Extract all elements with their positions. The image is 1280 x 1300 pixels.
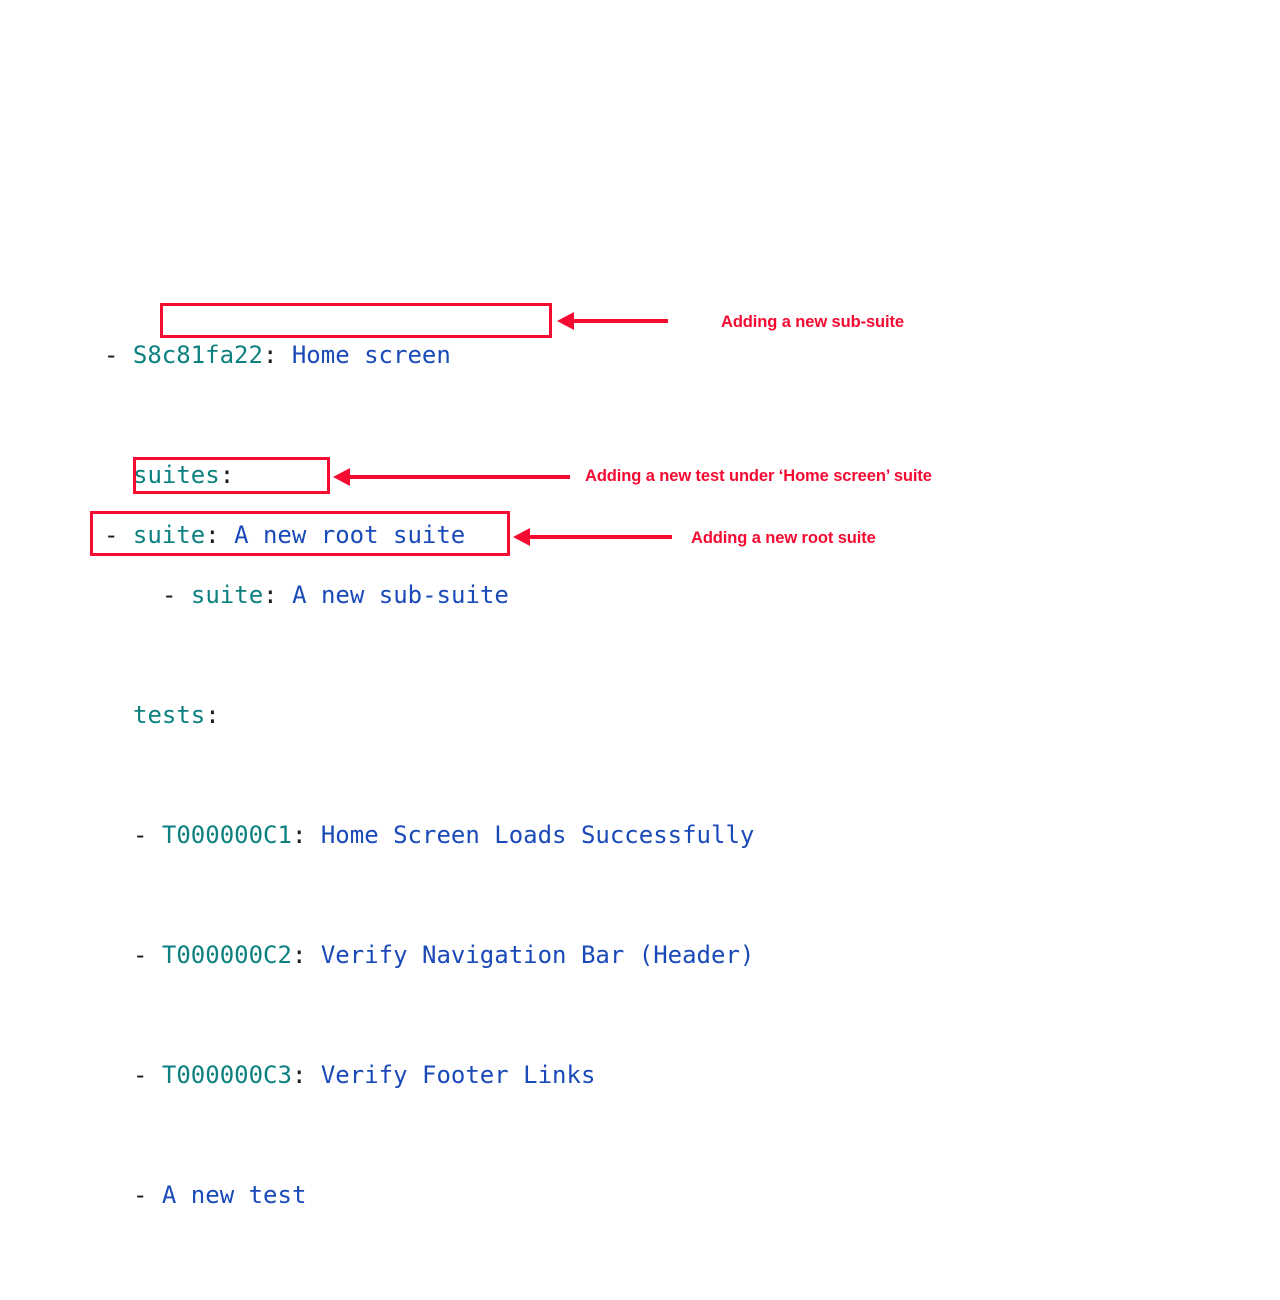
- tree-line-new-test[interactable]: - A new test: [104, 1180, 754, 1210]
- test-title: Home Screen Loads Successfully: [320, 821, 755, 849]
- suite-title: Home screen: [291, 341, 451, 369]
- annotation-label-sub-suite: Adding a new sub-suite: [721, 313, 904, 331]
- bullet-dash: -: [162, 581, 177, 609]
- bullet-dash: -: [133, 821, 148, 849]
- annotation-label-new-test: Adding a new test under ‘Home screen’ su…: [585, 467, 932, 485]
- suite-keyword: suite: [132, 521, 206, 549]
- colon: :: [291, 821, 307, 849]
- new-root-suite-title: A new root suite: [234, 521, 466, 549]
- colon: :: [219, 461, 235, 489]
- suite-id: S8c81fa22: [132, 341, 263, 369]
- annotation-label-root-suite: Adding a new root suite: [691, 529, 876, 547]
- colon: :: [291, 941, 307, 969]
- test-title: Verify Navigation Bar (Header): [320, 941, 755, 969]
- test-title: Verify Footer Links: [320, 1061, 596, 1089]
- annotated-tree-canvas: - S8c81fa22: Home screen suites: - suite…: [0, 0, 1280, 720]
- colon: :: [205, 701, 220, 729]
- new-test-title: A new test: [161, 1181, 307, 1209]
- tree-line-test[interactable]: - T000000C2: Verify Navigation Bar (Head…: [104, 940, 754, 970]
- bullet-dash: -: [104, 341, 119, 369]
- sub-suite-title: A new sub-suite: [292, 581, 509, 609]
- tree-line-sub-suite[interactable]: - suite: A new sub-suite: [104, 580, 754, 610]
- tree-line-new-root-suite[interactable]: - suite: A new root suite: [104, 520, 465, 550]
- suites-keyword: suites: [133, 461, 220, 489]
- tree-line-tests-key: tests:: [104, 700, 754, 730]
- tree-line-root-suite[interactable]: - S8c81fa22: Home screen: [104, 340, 754, 370]
- test-id: T000000C2: [161, 941, 292, 969]
- colon: :: [291, 1061, 307, 1089]
- test-id: T000000C1: [161, 821, 292, 849]
- bullet-dash: -: [133, 941, 148, 969]
- colon: :: [263, 581, 278, 609]
- tree-line-test[interactable]: - T000000C1: Home Screen Loads Successfu…: [104, 820, 754, 850]
- bullet-dash: -: [104, 521, 119, 549]
- suite-tree: - S8c81fa22: Home screen suites: - suite…: [104, 250, 754, 1300]
- tree-line-suites-key: suites:: [104, 460, 754, 490]
- bullet-dash: -: [133, 1181, 148, 1209]
- tests-keyword: tests: [133, 701, 206, 729]
- test-id: T000000C3: [161, 1061, 292, 1089]
- tree-line-test[interactable]: - T000000C3: Verify Footer Links: [104, 1060, 754, 1090]
- suite-keyword: suite: [190, 581, 264, 609]
- bullet-dash: -: [133, 1061, 148, 1089]
- colon: :: [262, 341, 278, 369]
- colon: :: [205, 521, 220, 549]
